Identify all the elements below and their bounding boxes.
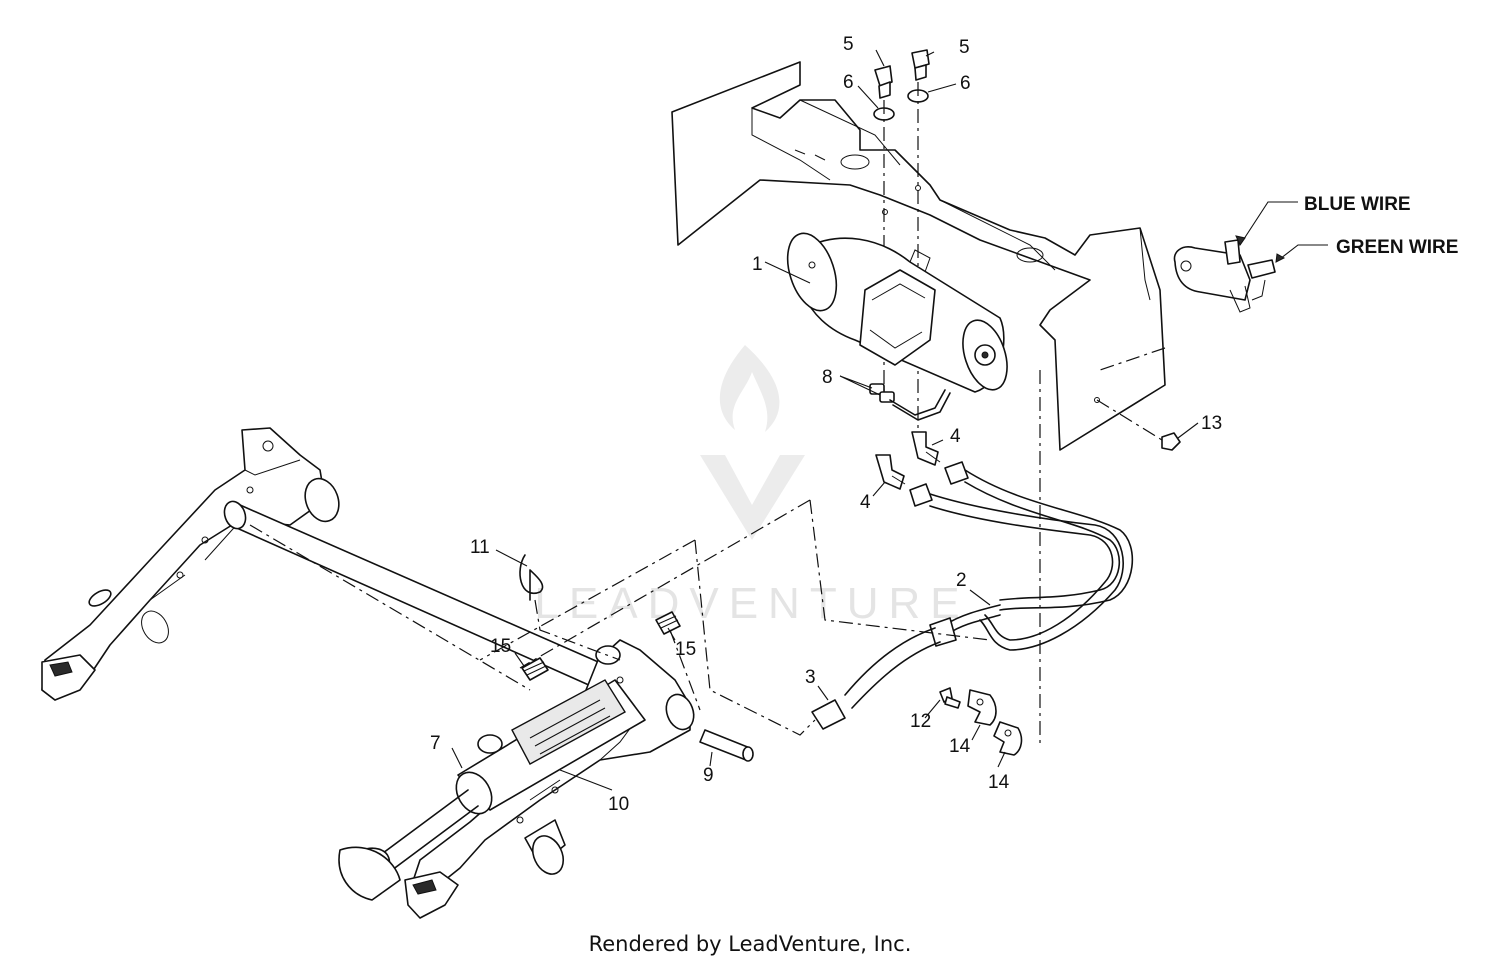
callout-8: 8 <box>822 367 833 388</box>
green-wire-label: GREEN WIRE <box>1336 237 1458 258</box>
callout-6-right: 6 <box>960 73 971 94</box>
callout-4-lower: 4 <box>860 492 871 513</box>
callout-13: 13 <box>1201 413 1222 434</box>
callout-1: 1 <box>752 254 763 275</box>
callout-6-left: 6 <box>843 72 854 93</box>
fitting-15-left <box>521 657 549 681</box>
watermark-text: LEADVENTURE <box>534 579 969 628</box>
elbow-fitting-right <box>911 431 941 466</box>
elbow-fitting-left <box>875 454 906 490</box>
bolt-12 <box>939 687 961 709</box>
clamp-lower <box>993 721 1023 756</box>
frame <box>671 61 1166 451</box>
callout-4-upper: 4 <box>950 426 961 447</box>
lift-arm-rear <box>41 427 340 701</box>
callout-12: 12 <box>910 711 931 732</box>
bolt-left <box>874 65 893 99</box>
lift-arm-front <box>404 639 695 919</box>
clamp-upper <box>967 689 997 726</box>
callout-10: 10 <box>608 794 629 815</box>
leadventure-watermark: LEADVENTURE <box>534 345 969 628</box>
fittings-8 <box>869 383 951 421</box>
hose-assembly <box>909 461 1134 651</box>
callout-11: 11 <box>470 537 490 558</box>
footer-credit: Rendered by LeadVenture, Inc. <box>589 932 912 956</box>
bolt-right <box>911 49 930 81</box>
callout-3: 3 <box>805 667 816 688</box>
pin-9 <box>699 729 754 762</box>
callout-7: 7 <box>430 733 441 754</box>
callout-2: 2 <box>956 570 967 591</box>
hydraulic-cylinder <box>338 645 646 901</box>
callout-14-lower: 14 <box>988 772 1010 793</box>
fitting-15-right <box>655 611 681 635</box>
callout-9: 9 <box>703 765 714 786</box>
callout-15-left: 15 <box>490 636 511 657</box>
callout-15-right: 15 <box>675 639 696 660</box>
callout-5-left: 5 <box>843 34 854 55</box>
blue-wire-label: BLUE WIRE <box>1304 194 1411 215</box>
callout-5-right: 5 <box>959 37 970 58</box>
solenoid <box>1173 239 1276 313</box>
pump-motor <box>786 232 1008 393</box>
hairpin-11 <box>519 554 544 601</box>
nut-13 <box>1161 432 1181 451</box>
callout-14-upper: 14 <box>949 736 971 757</box>
